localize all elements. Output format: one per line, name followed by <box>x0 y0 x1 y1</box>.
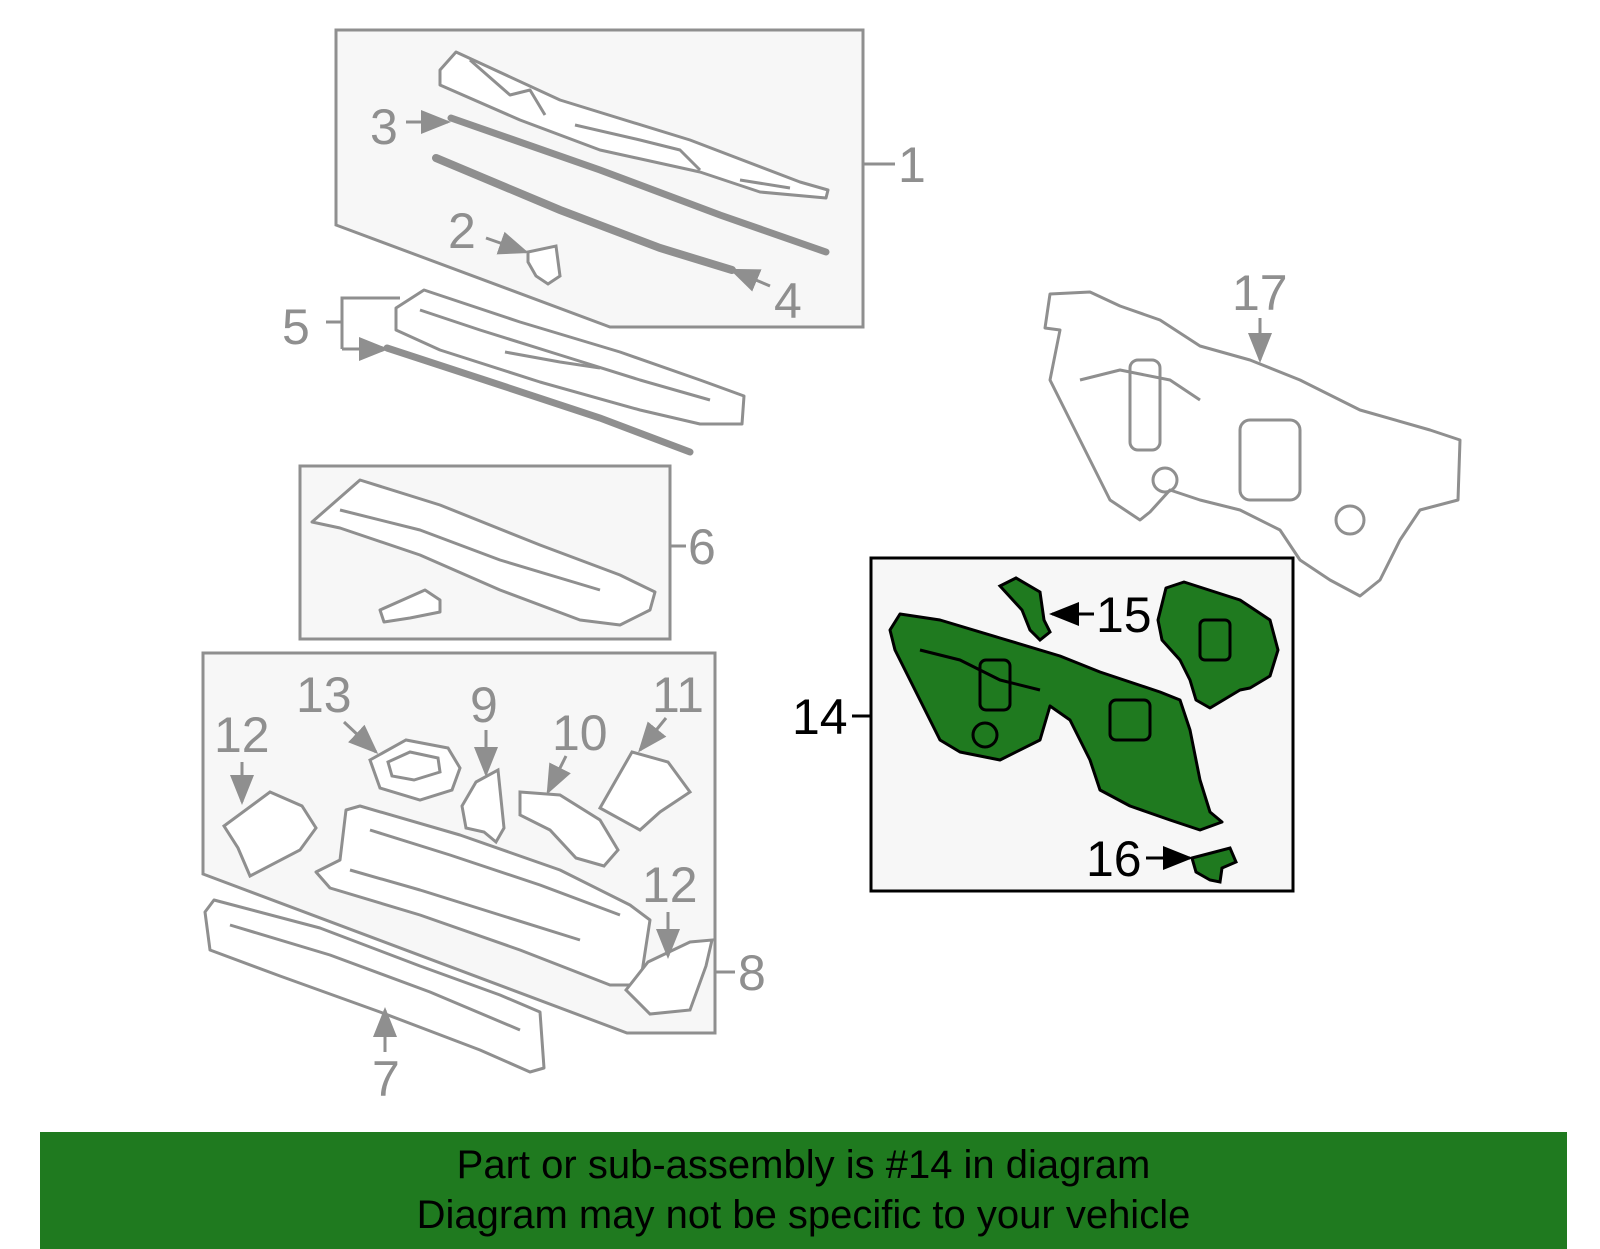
banner-line-1: Part or sub-assembly is #14 in diagram <box>456 1143 1151 1187</box>
cowl-vent-part-5 <box>394 288 746 426</box>
callout-9: 9 <box>470 677 498 733</box>
bracket-part-9 <box>460 767 506 845</box>
callout-11: 11 <box>652 667 704 723</box>
leader-4 <box>729 268 771 292</box>
bracket-part-15 <box>997 576 1052 643</box>
seal-part-4 <box>432 154 736 274</box>
dash-insulator-part-14 <box>888 612 1224 832</box>
callout-4: 4 <box>774 273 802 329</box>
callout-15: 15 <box>1096 587 1152 643</box>
callout-1: 1 <box>898 137 926 193</box>
callout-13: 13 <box>296 667 352 723</box>
leader-2 <box>485 231 529 255</box>
bracket-part-11 <box>597 750 693 832</box>
callout-17: 17 <box>1232 265 1288 321</box>
seal-part-3 <box>447 114 830 256</box>
banner-line-2: Diagram may not be specific to your vehi… <box>416 1193 1191 1237</box>
callout-2: 2 <box>448 203 476 259</box>
bracket-part-10 <box>518 790 620 868</box>
info-banner: Part or sub-assembly is #14 in diagram D… <box>40 1132 1567 1249</box>
leader-11 <box>638 717 668 753</box>
callout-16: 16 <box>1086 831 1142 887</box>
bracket-part-12-right <box>623 938 714 1016</box>
callout-8: 8 <box>738 945 766 1001</box>
duct-part-13 <box>368 738 462 802</box>
clip-part-16 <box>1190 846 1238 884</box>
callout-14: 14 <box>792 689 848 745</box>
bracket-part-2 <box>526 244 562 286</box>
leader-5 <box>326 296 400 324</box>
callout-10: 10 <box>552 705 608 761</box>
callout-7: 7 <box>372 1051 400 1107</box>
insulator-piece-right <box>1156 580 1280 710</box>
callout-5: 5 <box>282 299 310 355</box>
cross-member-part-7 <box>203 898 546 1074</box>
cowl-inner-part-8 <box>314 804 652 987</box>
callout-3: 3 <box>370 99 398 155</box>
cowl-panel-part <box>438 50 830 200</box>
seal-part-5 <box>383 344 694 456</box>
callout-6: 6 <box>688 519 716 575</box>
callout-12-right: 12 <box>642 857 698 913</box>
leader-10 <box>546 755 571 795</box>
plenum-part-6 <box>310 478 657 627</box>
leader-13 <box>342 720 379 755</box>
dash-panel-part-17 <box>1043 290 1462 598</box>
bracket-part-12-left <box>221 790 318 879</box>
callout-12-left: 12 <box>214 707 270 763</box>
group-box-1 <box>334 28 865 329</box>
